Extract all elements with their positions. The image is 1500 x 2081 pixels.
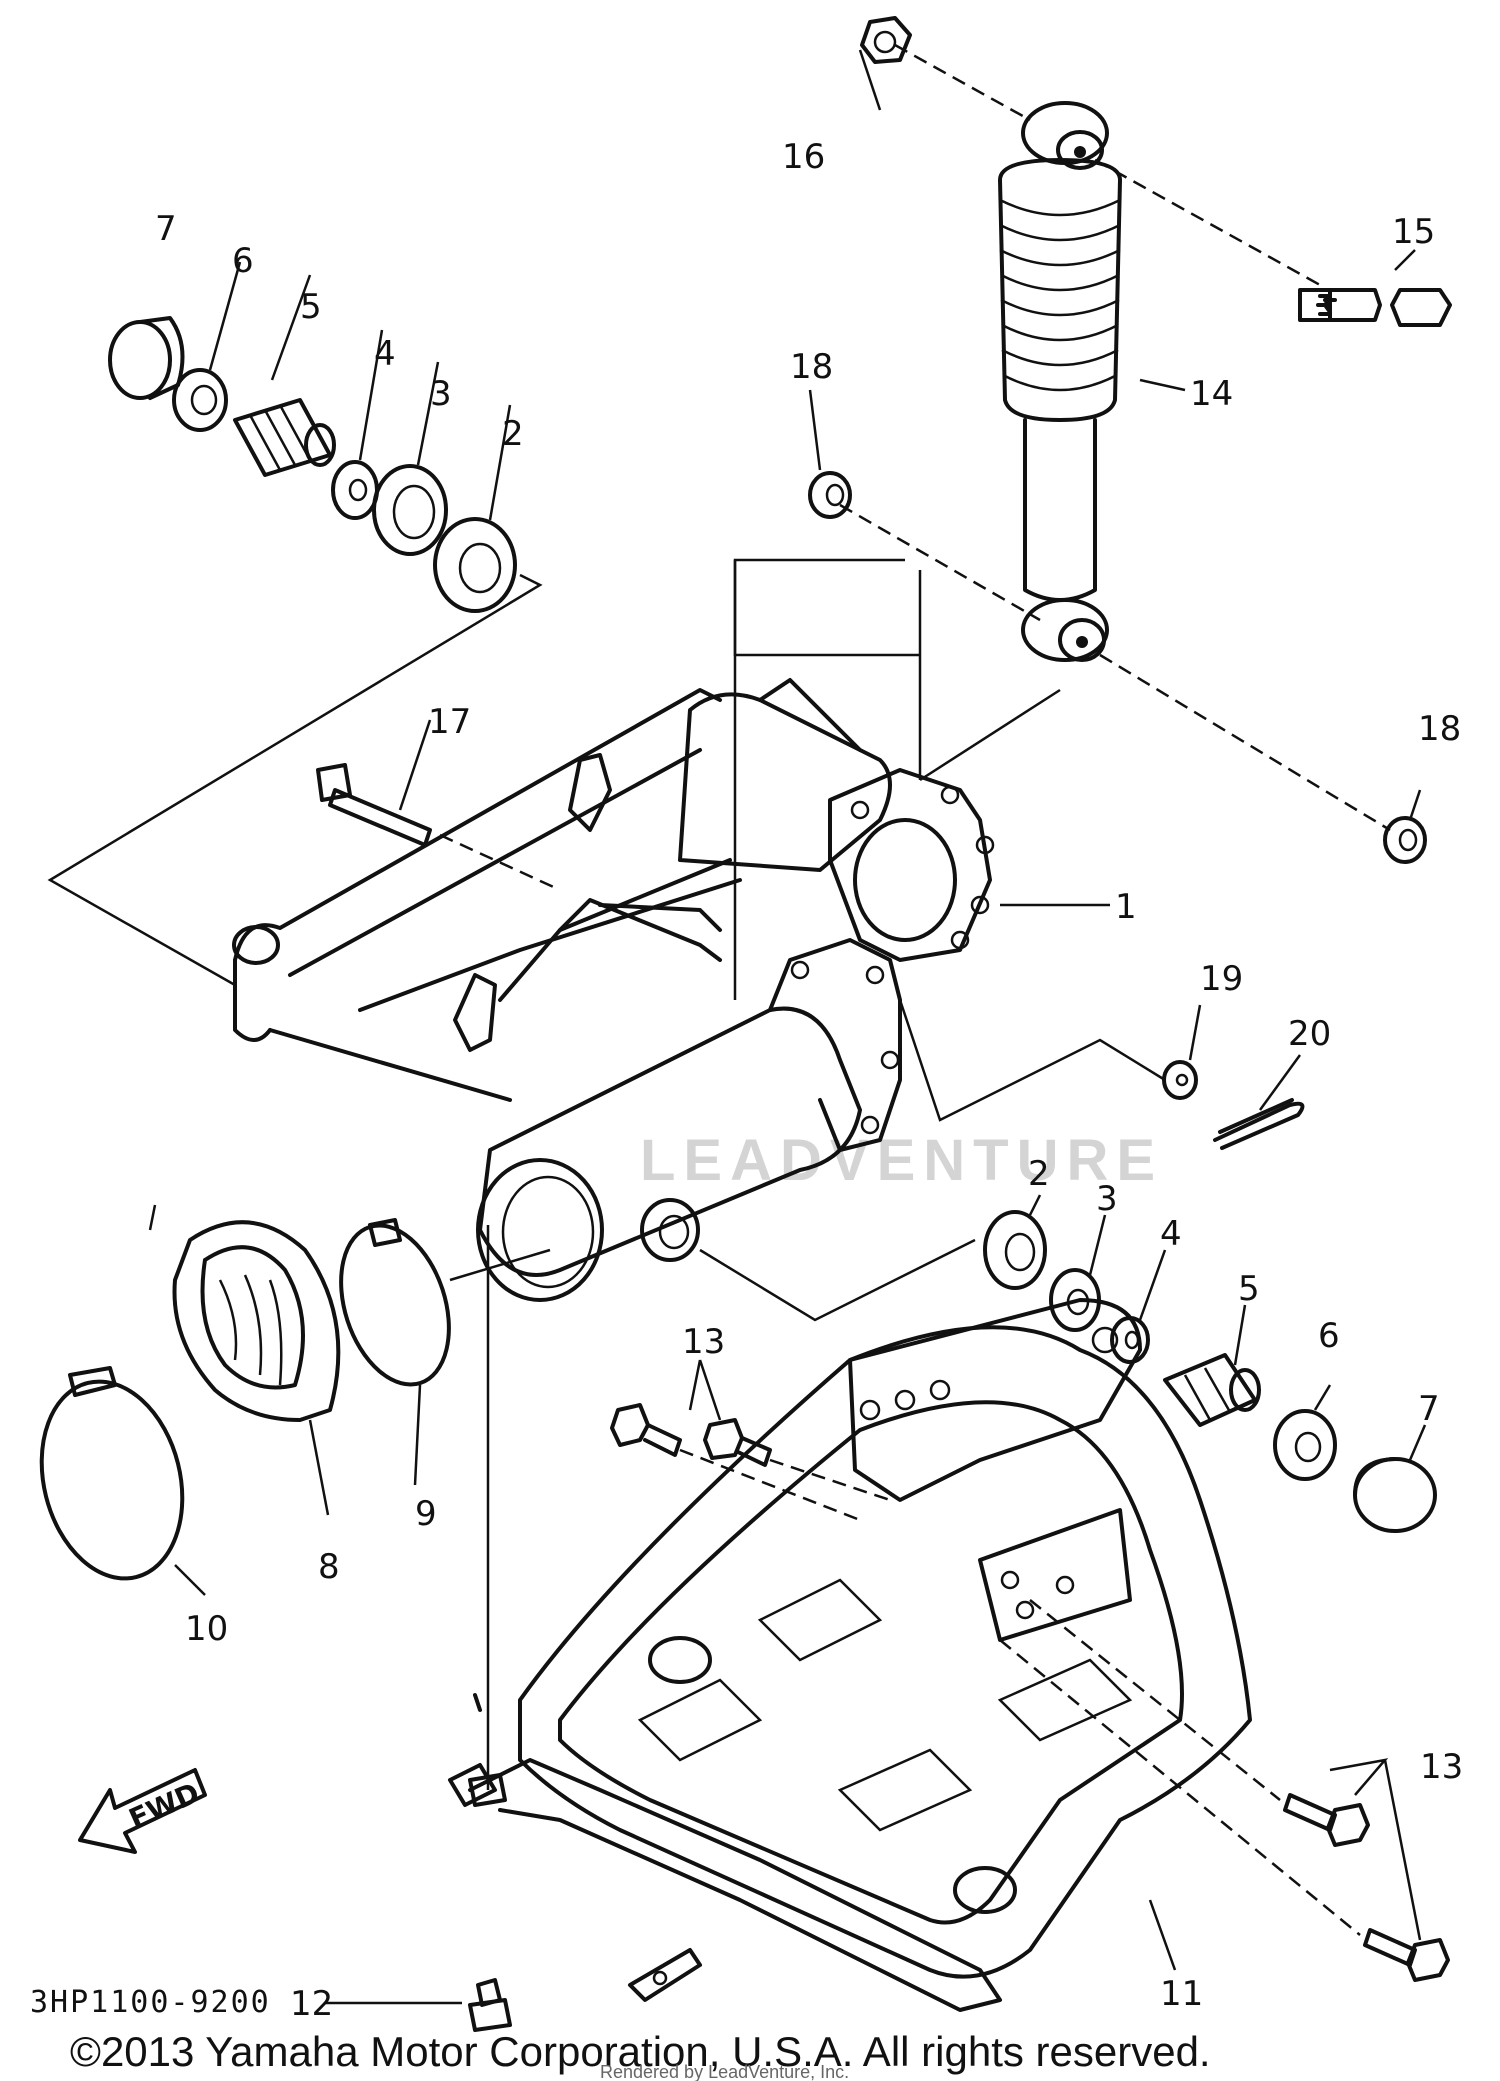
pin-17 [316, 763, 432, 847]
bolt-13-lower-b [1363, 1928, 1450, 1982]
shaft-5-upper [233, 398, 336, 477]
nut-6-upper [172, 368, 228, 432]
nut-6-lower [1273, 1409, 1337, 1481]
callout-19: 19 [1200, 959, 1243, 999]
callout-7-lower: 7 [1418, 1389, 1440, 1429]
shaft-5-lower [1163, 1353, 1261, 1427]
callout-6-upper: 6 [232, 241, 254, 281]
callout-18-upper: 18 [790, 347, 833, 387]
callout-5-lower: 5 [1238, 1269, 1260, 1309]
seal-3-upper [372, 464, 448, 556]
watermark-text: LEADVENTURE [640, 1128, 1163, 1193]
washer-4-upper [331, 460, 379, 520]
bolt-15 [1298, 288, 1452, 327]
callout-16: 16 [782, 137, 825, 177]
fwd-arrow-icon: FWD [78, 1768, 207, 1854]
callout-8: 8 [318, 1547, 340, 1587]
bolt-13-upper-a [610, 1403, 682, 1457]
spacer-18-top [808, 471, 852, 519]
bearing-2-lower [983, 1210, 1047, 1290]
spacer-18-right [1383, 816, 1427, 864]
callout-3-lower: 3 [1096, 1179, 1118, 1219]
copyright-notice: ©2013 Yamaha Motor Corporation, U.S.A. A… [70, 2028, 1211, 2075]
callout-14: 14 [1190, 374, 1233, 414]
callout-13-upper: 13 [682, 1322, 725, 1362]
render-credit: Rendered by LeadVenture, Inc. [600, 2062, 849, 2081]
cotter-pin-20 [1213, 1098, 1305, 1150]
callout-4-lower: 4 [1160, 1214, 1182, 1254]
callout-2-upper: 2 [502, 414, 524, 454]
callout-1: 1 [1115, 887, 1137, 927]
callout-15: 15 [1392, 212, 1435, 252]
bolt-13-upper-b [703, 1418, 772, 1467]
callout-13-lower: 13 [1420, 1747, 1463, 1787]
callout-12: 12 [290, 1984, 333, 2024]
callout-20: 20 [1288, 1014, 1331, 1054]
callout-9: 9 [415, 1494, 437, 1534]
clamp-9 [339, 1218, 451, 1387]
callout-18-lower: 18 [1418, 709, 1461, 749]
washer-19 [1162, 1060, 1198, 1100]
boot-8 [172, 1220, 341, 1422]
callout-4-upper: 4 [374, 334, 396, 374]
callout-17: 17 [428, 702, 471, 742]
swingarm [232, 660, 995, 1302]
cap-7-lower [1353, 1457, 1437, 1533]
shock-absorber [998, 101, 1122, 662]
callout-5-upper: 5 [300, 287, 322, 327]
callout-11: 11 [1160, 1974, 1203, 2014]
callout-10: 10 [185, 1609, 228, 1649]
bolt-12 [468, 1978, 512, 2032]
callout-3-upper: 3 [430, 374, 452, 414]
skid-plate [448, 1298, 1252, 2012]
clamp-10 [39, 1366, 185, 1581]
diagram-code: 3HP1100-9200 [30, 1985, 271, 2020]
bearing-2-upper [433, 517, 517, 613]
callout-7-upper: 7 [155, 209, 177, 249]
bolt-13-lower-a [1283, 1793, 1370, 1847]
nut-16 [860, 16, 912, 64]
callout-6-lower: 6 [1318, 1316, 1340, 1356]
callout-2-lower: 2 [1028, 1154, 1050, 1194]
cap-7-upper [108, 316, 185, 400]
